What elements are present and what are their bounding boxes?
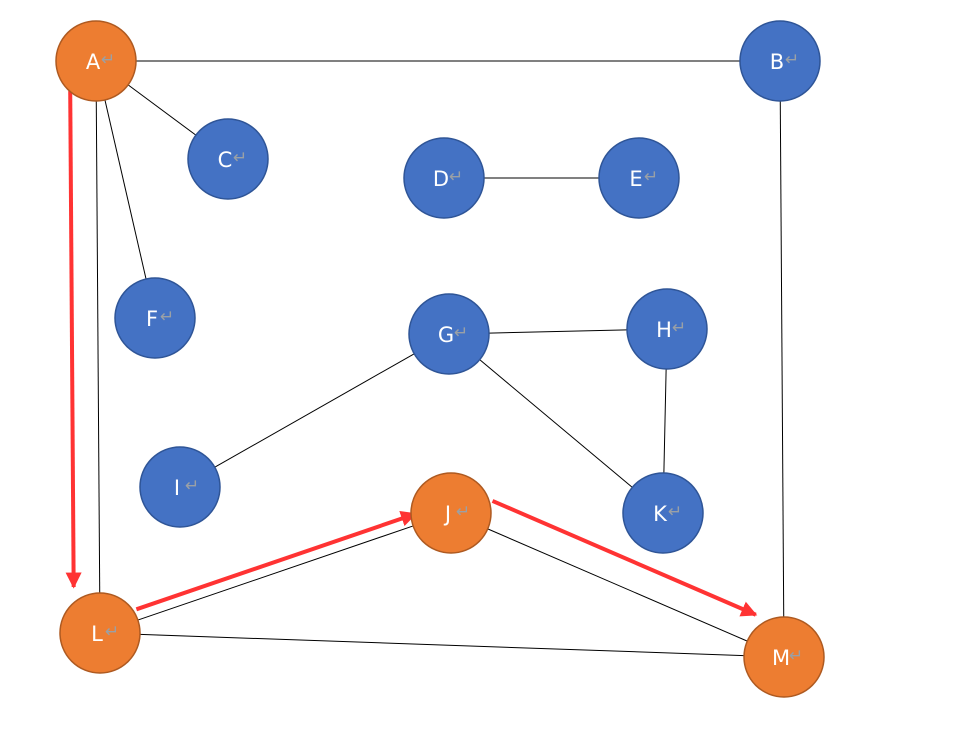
node-b: B↵: [739, 20, 821, 102]
node-circle: [598, 137, 680, 219]
node-label: I: [174, 476, 180, 500]
node-k: K↵: [622, 472, 704, 554]
node-label: G: [438, 323, 454, 347]
edge-a-c: [127, 84, 197, 136]
node-g: G↵: [408, 293, 490, 375]
node-circle: [739, 20, 821, 102]
return-symbol: ↵: [785, 50, 799, 70]
node-label: E: [629, 167, 642, 191]
node-circle: [403, 137, 485, 219]
edge-a-l: [95, 100, 101, 594]
return-symbol: ↵: [454, 323, 468, 343]
node-i: I↵: [139, 446, 221, 528]
edge-g-i: [214, 353, 415, 468]
return-symbol: ↵: [105, 622, 119, 642]
return-symbol: ↵: [456, 502, 470, 522]
return-symbol: ↵: [668, 502, 682, 522]
return-symbol: ↵: [449, 167, 463, 187]
return-symbol: ↵: [101, 50, 115, 70]
node-d: D↵: [403, 137, 485, 219]
node-circle: [626, 288, 708, 370]
return-symbol: ↵: [644, 167, 658, 187]
node-circle: [114, 277, 196, 359]
node-label: L: [91, 622, 103, 646]
node-h: H↵: [626, 288, 708, 370]
node-circle: [410, 472, 492, 554]
edge-l-m: [139, 633, 745, 657]
node-label: A: [86, 50, 101, 74]
edge-l-j: [137, 525, 414, 621]
node-circle: [187, 118, 269, 200]
edge-g-k: [479, 359, 633, 488]
return-symbol: ↵: [233, 148, 247, 168]
node-m: M↵: [743, 616, 825, 698]
node-circle: [59, 592, 141, 674]
node-c: C↵: [187, 118, 269, 200]
node-label: D: [433, 167, 449, 191]
node-label: C: [218, 148, 233, 172]
edge-a-f: [104, 99, 147, 280]
highlighted-path-layer: [65, 90, 758, 617]
return-symbol: ↵: [160, 307, 174, 327]
node-label: J: [443, 502, 451, 526]
return-symbol: ↵: [672, 318, 686, 338]
node-a: A↵: [55, 20, 137, 102]
nodes-layer: A↵B↵C↵D↵E↵F↵G↵H↵I↵J↵K↵L↵M↵: [55, 20, 825, 698]
node-label: M: [772, 646, 790, 670]
node-e: E↵: [598, 137, 680, 219]
node-label: B: [770, 50, 784, 74]
edge-h-k: [663, 368, 667, 474]
node-label: K: [653, 502, 668, 526]
node-circle: [55, 20, 137, 102]
path-arrow-l-j: [135, 510, 417, 612]
return-symbol: ↵: [789, 646, 803, 666]
edge-b-m: [779, 100, 785, 618]
node-circle: [139, 446, 221, 528]
node-circle: [408, 293, 490, 375]
path-arrow-a-l: [65, 90, 82, 589]
edges-layer: [95, 60, 785, 657]
node-label: H: [656, 318, 672, 342]
node-circle: [743, 616, 825, 698]
node-f: F↵: [114, 277, 196, 359]
return-symbol: ↵: [185, 476, 199, 496]
node-l: L↵: [59, 592, 141, 674]
node-j: J↵: [410, 472, 492, 554]
node-label: F: [146, 307, 158, 331]
path-arrow-j-m: [491, 499, 758, 617]
edge-g-h: [488, 329, 628, 334]
node-circle: [622, 472, 704, 554]
edge-j-m: [487, 528, 748, 642]
